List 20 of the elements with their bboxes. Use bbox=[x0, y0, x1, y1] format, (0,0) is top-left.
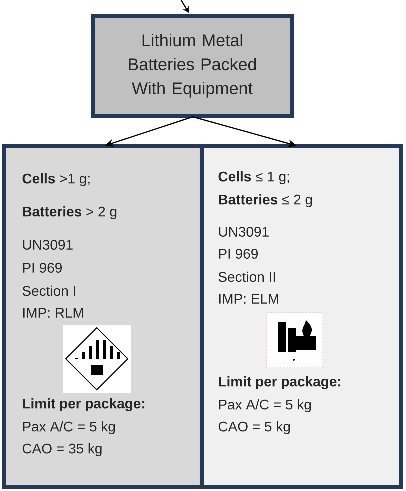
panel-text: CAO = 35 kg bbox=[22, 443, 102, 457]
panel-text: IMP: ELM bbox=[219, 294, 278, 304]
panel-text: CAO = 5 kg bbox=[218, 421, 290, 435]
panel-text: Pax A/C = 5 kg bbox=[23, 421, 116, 435]
panel-text: Section II bbox=[218, 272, 276, 282]
arrow bbox=[179, 0, 189, 13]
panel-text: Batteries ≤ 2 g bbox=[219, 194, 312, 208]
panel-text: Cells ≤ 1 g; bbox=[218, 171, 290, 185]
panel-text: Cells >1 g; bbox=[22, 173, 90, 187]
panel-text: UN3091 bbox=[23, 240, 73, 250]
panel-text: UN3091 bbox=[219, 227, 269, 237]
panel-text: Limit per package: bbox=[23, 398, 145, 412]
panel-text: Batteries > 2 g bbox=[23, 206, 117, 220]
panel-text: Limit per package: bbox=[219, 376, 341, 390]
panel-text: PI 969 bbox=[23, 263, 62, 273]
panel-text: PI 969 bbox=[219, 249, 258, 259]
panel-text: Pax A/C = 5 kg bbox=[219, 399, 312, 413]
process-box: Lithium Metal Batteries Packed With Equipment bbox=[91, 14, 294, 118]
panel-text: IMP: RLM bbox=[23, 308, 84, 318]
panel-text: Section I bbox=[22, 286, 76, 296]
